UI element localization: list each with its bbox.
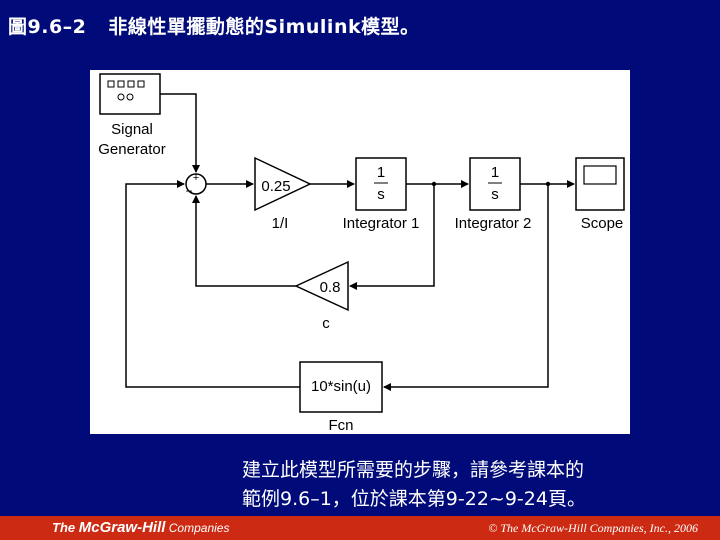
diagram-canvas: Signal Generator + − 0.25 1/I 1 s [98, 73, 625, 434]
gain-main-value: 0.25 [261, 178, 290, 195]
logo-name: McGraw-Hill [78, 519, 166, 536]
simulink-diagram: Signal Generator + − 0.25 1/I 1 s [90, 70, 630, 434]
footer-bar: The McGraw-Hill Companies © The McGraw-H… [0, 516, 720, 540]
slide-title: 圖9.6–2 非線性單擺動態的Simulink模型。 [8, 12, 420, 39]
sum-minus-sign: − [185, 184, 192, 198]
figure-number: 圖9.6–2 [8, 16, 87, 38]
integrator-1-numerator: 1 [377, 164, 385, 181]
integrator-2-denominator: s [491, 186, 499, 203]
fcn-expression: 10*sin(u) [311, 378, 371, 395]
gain-block-feedback: 0.8 c [294, 260, 349, 332]
logo-companies: Companies [165, 521, 230, 535]
signal-lines [125, 93, 575, 391]
logo-the: The [52, 520, 79, 535]
scope-screen-icon [583, 165, 617, 185]
signal-generator-label-2: Generator [98, 141, 166, 158]
signal-generator-label-1: Signal [111, 121, 153, 138]
integrator-1-block: 1 s Integrator 1 [343, 157, 420, 232]
fcn-block: 10*sin(u) Fcn [299, 361, 383, 434]
figure-title-text: 非線性單擺動態的Simulink模型。 [108, 16, 420, 38]
signal-generator-block: Signal Generator [98, 73, 166, 158]
scope-block: Scope [575, 157, 625, 232]
fcn-label: Fcn [328, 417, 353, 434]
signal-generator-icon [107, 80, 145, 101]
integrator-1-denominator: s [377, 186, 385, 203]
integrator-2-block: 1 s Integrator 2 [455, 157, 532, 232]
integrator-1-label: Integrator 1 [343, 215, 420, 232]
caption-line-2: 範例9.6–1，位於課本第9-22~9-24頁。 [242, 488, 586, 510]
gain-feedback-label: c [322, 315, 330, 332]
gain-main-label: 1/I [272, 215, 289, 232]
scope-label: Scope [581, 215, 624, 232]
caption-line-1: 建立此模型所需要的步驟，請參考課本的 [242, 459, 585, 481]
publisher-logo: The McGraw-Hill Companies [52, 519, 229, 536]
copyright-notice: © The McGraw-Hill Companies, Inc., 2006 [488, 521, 698, 535]
integrator-2-numerator: 1 [491, 164, 499, 181]
gain-feedback-value: 0.8 [320, 279, 341, 296]
gain-block-main: 0.25 1/I [254, 156, 312, 232]
sum-block: + − [185, 172, 207, 198]
junction-dots [431, 181, 551, 187]
caption: 建立此模型所需要的步驟，請參考課本的 範例9.6–1，位於課本第9-22~9-2… [242, 456, 702, 514]
sum-plus-sign: + [193, 172, 199, 184]
integrator-2-label: Integrator 2 [455, 215, 532, 232]
